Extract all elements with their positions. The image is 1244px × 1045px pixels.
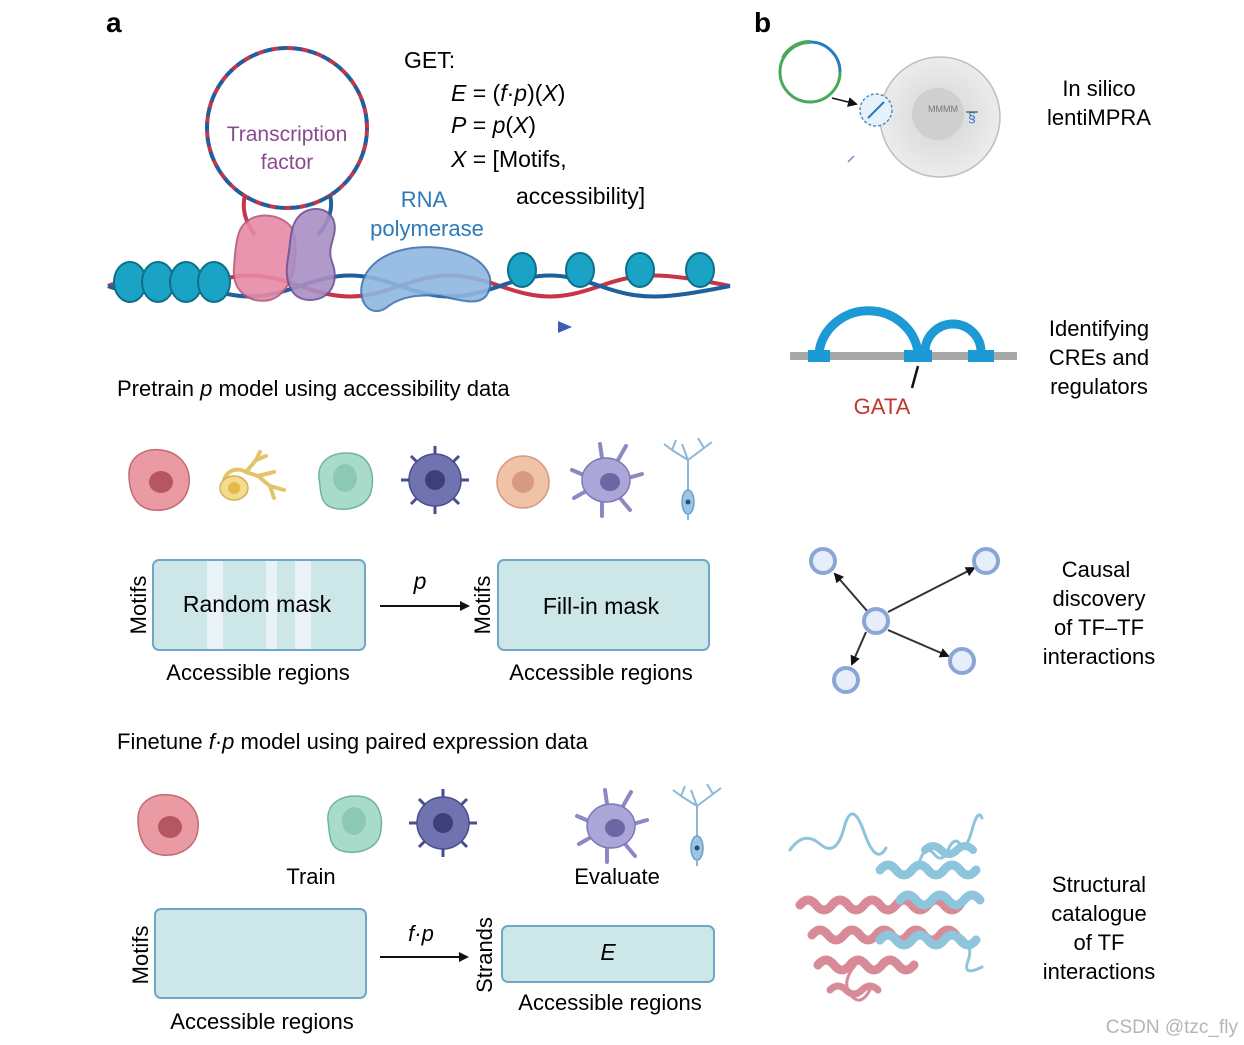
expression-box [501, 925, 715, 983]
watermark: CSDN @tzc_fly [1106, 1017, 1239, 1038]
tf-label-line2: factor [261, 151, 314, 174]
eq-x: X = [Motifs, [450, 146, 567, 172]
motifs-label-3: Motifs [128, 926, 153, 985]
protein-structure [788, 812, 985, 1002]
evaluate-label: Evaluate [574, 864, 660, 889]
svg-text:MMMM: MMMM [928, 104, 958, 114]
item3-line3: of TF–TF [1054, 615, 1144, 640]
cell-icon-lavender-2 [575, 788, 649, 864]
cell-icon-green-2 [327, 795, 383, 853]
cell-icon-red [128, 448, 190, 511]
cell-icon-lavender [570, 442, 644, 518]
arrow-fp-label: f·p [408, 921, 434, 946]
cell-icon-green [318, 452, 374, 510]
item4-line2: catalogue [1051, 901, 1146, 926]
eq-x-continued: accessibility] [516, 183, 645, 209]
item4-line3: of TF [1074, 930, 1125, 955]
item2-line1: Identifying [1049, 316, 1149, 341]
mask-stripe-2 [266, 561, 277, 649]
rna-label-line1: RNA [401, 187, 448, 212]
dna-loop [205, 46, 369, 237]
cell-row-pretrain [128, 437, 713, 520]
rna-polymerase [360, 246, 492, 312]
tf-label-line1: Transcription [227, 123, 348, 146]
panel-b-label: b [754, 7, 771, 38]
train-label: Train [286, 864, 335, 889]
arrow-p-label: p [413, 568, 427, 594]
item3-line4: interactions [1043, 644, 1156, 669]
expression-label: E [600, 939, 616, 965]
lentimpra-illustration: MMMM § [778, 39, 1001, 178]
network-node-center [862, 607, 890, 635]
panel-a-label: a [106, 7, 122, 38]
network-node-bottom-right [948, 647, 976, 675]
motifs-label-2: Motifs [470, 576, 495, 635]
item1-line2: lentiMPRA [1047, 105, 1151, 130]
gata-label: GATA [854, 394, 911, 419]
network-node-bottom-left [832, 666, 860, 694]
item3-line2: discovery [1053, 586, 1146, 611]
cell-icon-yellow [219, 450, 286, 501]
svg-text:§: § [968, 109, 976, 125]
mask-stripe-3 [295, 561, 311, 649]
cell-row-finetune [137, 783, 722, 866]
fill-in-mask-box [497, 559, 710, 651]
item3-line1: Causal [1062, 557, 1130, 582]
get-title: GET: [404, 47, 455, 73]
eq-p: P = p(X) [451, 112, 536, 138]
item4-line4: interactions [1043, 959, 1156, 984]
cell-icon-navy-2 [409, 789, 477, 857]
accessible-regions-label-2: Accessible regions [509, 660, 692, 685]
random-mask-box [152, 559, 366, 651]
item4-line1: Structural [1052, 872, 1146, 897]
accessible-regions-label-4: Accessible regions [518, 990, 701, 1015]
item2-line2: CREs and [1049, 345, 1149, 370]
strands-label: Strands [472, 917, 497, 993]
rna-label-line2: polymerase [370, 216, 484, 241]
nucleosomes [113, 252, 715, 303]
item1-line1: In silico [1062, 76, 1135, 101]
network-node-top-right [972, 547, 1000, 575]
transcription-arrow-head [558, 321, 572, 333]
cell-icon-peach [496, 455, 550, 509]
transcription-factor-purple [285, 208, 336, 302]
network-node-top-left [809, 547, 837, 575]
accessible-regions-label-3: Accessible regions [170, 1009, 353, 1034]
motifs-label-1: Motifs [126, 576, 151, 635]
pretrain-heading: Pretrain p model using accessibility dat… [117, 376, 510, 401]
finetune-heading: Finetune f·p model using paired expressi… [117, 729, 589, 754]
cre-arcs [790, 306, 1017, 389]
cell-icon-navy [401, 446, 469, 514]
accessible-regions-label-1: Accessible regions [166, 660, 349, 685]
transcription-factor-pink [232, 214, 297, 302]
item2-line3: regulators [1050, 374, 1148, 399]
cell-icon-neuron-2 [672, 783, 722, 866]
eq-e: E = (f·p)(X) [451, 80, 565, 106]
causal-network [809, 547, 1000, 694]
fill-in-mask-label: Fill-in mask [543, 593, 660, 619]
random-mask-label: Random mask [183, 591, 332, 617]
mask-stripe-1 [207, 561, 223, 649]
cell-icon-red-2 [137, 793, 199, 856]
cell-icon-neuron [663, 437, 713, 520]
finetune-motifs-box [154, 908, 367, 999]
